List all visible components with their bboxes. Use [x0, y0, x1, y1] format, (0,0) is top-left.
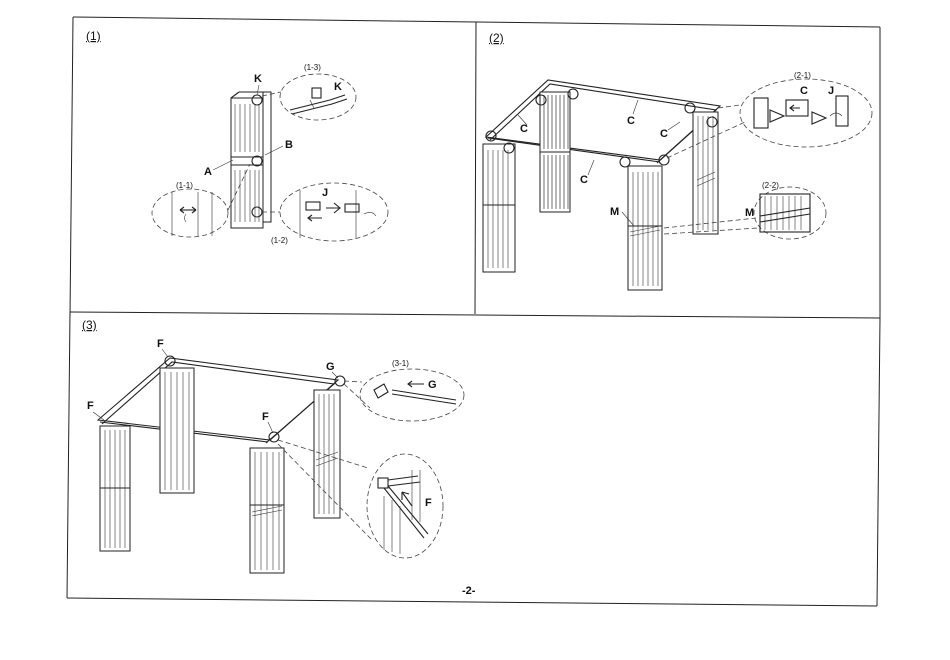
- detail-1-2-label: (1-2): [271, 236, 288, 245]
- detail-2-2-m: M: [745, 207, 754, 219]
- step-3-panel: (3): [82, 318, 464, 573]
- detail-3-1-callout: (3-1) G: [344, 359, 464, 421]
- step-3-label: (3): [82, 318, 97, 332]
- part-c-label-3: C: [660, 128, 668, 140]
- detail-1-2-j: J: [322, 187, 328, 199]
- page-number: -2-: [462, 585, 476, 597]
- detail-f-letter: F: [425, 497, 432, 509]
- part-f-label-3: F: [262, 411, 269, 423]
- step-2-panel: (2): [483, 31, 872, 290]
- part-f-label-2: F: [87, 400, 94, 412]
- corner-post-assembly: [231, 92, 271, 228]
- part-g-label: G: [326, 361, 335, 373]
- part-k-label: K: [254, 73, 262, 85]
- part-c-label-2: C: [627, 115, 635, 127]
- part-f-label-1: F: [157, 338, 164, 350]
- gazebo-frame-step-3: [98, 356, 345, 573]
- detail-2-2-callout: (2-2) M: [664, 181, 826, 239]
- detail-3-1-g: G: [428, 379, 437, 391]
- detail-1-3-callout: (1-3) K: [262, 63, 356, 120]
- detail-1-1-label: (1-1): [176, 181, 193, 190]
- step-2-label: (2): [489, 31, 504, 45]
- part-b-label: B: [285, 139, 293, 151]
- detail-f-callout: F: [278, 440, 443, 558]
- detail-2-1-label: (2-1): [794, 71, 811, 80]
- detail-1-3-label: (1-3): [304, 63, 321, 72]
- detail-2-1-j: J: [828, 85, 834, 97]
- detail-2-1-c: C: [800, 85, 808, 97]
- detail-2-2-label: (2-2): [762, 181, 779, 190]
- part-a-label: A: [204, 166, 212, 178]
- part-c-label-4: C: [580, 174, 588, 186]
- detail-1-3-k: K: [334, 81, 342, 93]
- part-m-label: M: [610, 206, 619, 218]
- gazebo-frame-step-2: [483, 80, 720, 290]
- detail-1-2-callout: J (1-2): [262, 183, 388, 245]
- panel-frames: [67, 17, 880, 606]
- step-1-panel: (1) K B: [86, 29, 388, 245]
- step-1-label: (1): [86, 29, 101, 43]
- detail-3-1-label: (3-1): [392, 359, 409, 368]
